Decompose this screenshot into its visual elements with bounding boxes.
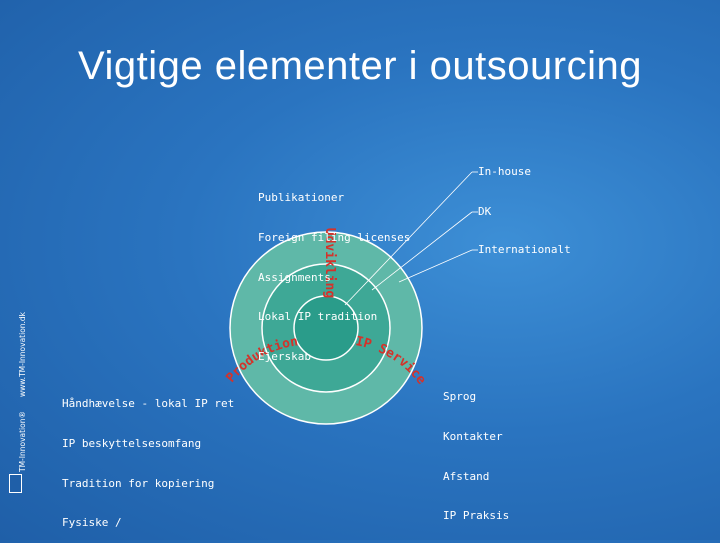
ring-label-inhouse: In-house xyxy=(478,165,531,178)
right-list-item: Afstand xyxy=(443,469,490,483)
top-list-item: Ejerskab xyxy=(258,349,311,363)
top-list: Publikationer Foreign filing licenses As… xyxy=(258,165,410,376)
top-list-item: Assignments xyxy=(258,270,331,284)
page-title: Vigtige elementer i outsourcing xyxy=(78,44,642,88)
left-list: Håndhævelse - lokal IP ret IP beskyttels… xyxy=(62,371,234,543)
top-list-item: Publikationer xyxy=(258,191,345,205)
arc-label-udvikling: Udvikling xyxy=(322,228,337,298)
connector-dk xyxy=(371,211,473,291)
inner-ring xyxy=(293,295,359,361)
right-list-item: Sprog xyxy=(443,390,477,404)
top-list-item: Foreign filing licenses xyxy=(258,231,411,245)
connector-international xyxy=(398,249,473,283)
left-list-item: Fysiske / xyxy=(62,516,122,530)
left-list-item: IP beskyttelsesomfang xyxy=(62,437,202,451)
right-list-item: IP Praksis xyxy=(443,509,510,523)
ring-label-dk: DK xyxy=(478,205,492,218)
connector-inhouse xyxy=(344,171,473,306)
right-list-item: Kontakter xyxy=(443,430,503,444)
ring-label-international: Internationalt xyxy=(478,243,571,256)
right-list: Sprog Kontakter Afstand IP Praksis xyxy=(443,364,509,536)
logo-icon xyxy=(9,474,22,493)
left-list-item: Håndhævelse - lokal IP ret xyxy=(62,397,235,411)
top-list-item: Lokal IP tradition xyxy=(258,310,378,324)
left-list-item: Tradition for kopiering xyxy=(62,476,215,490)
